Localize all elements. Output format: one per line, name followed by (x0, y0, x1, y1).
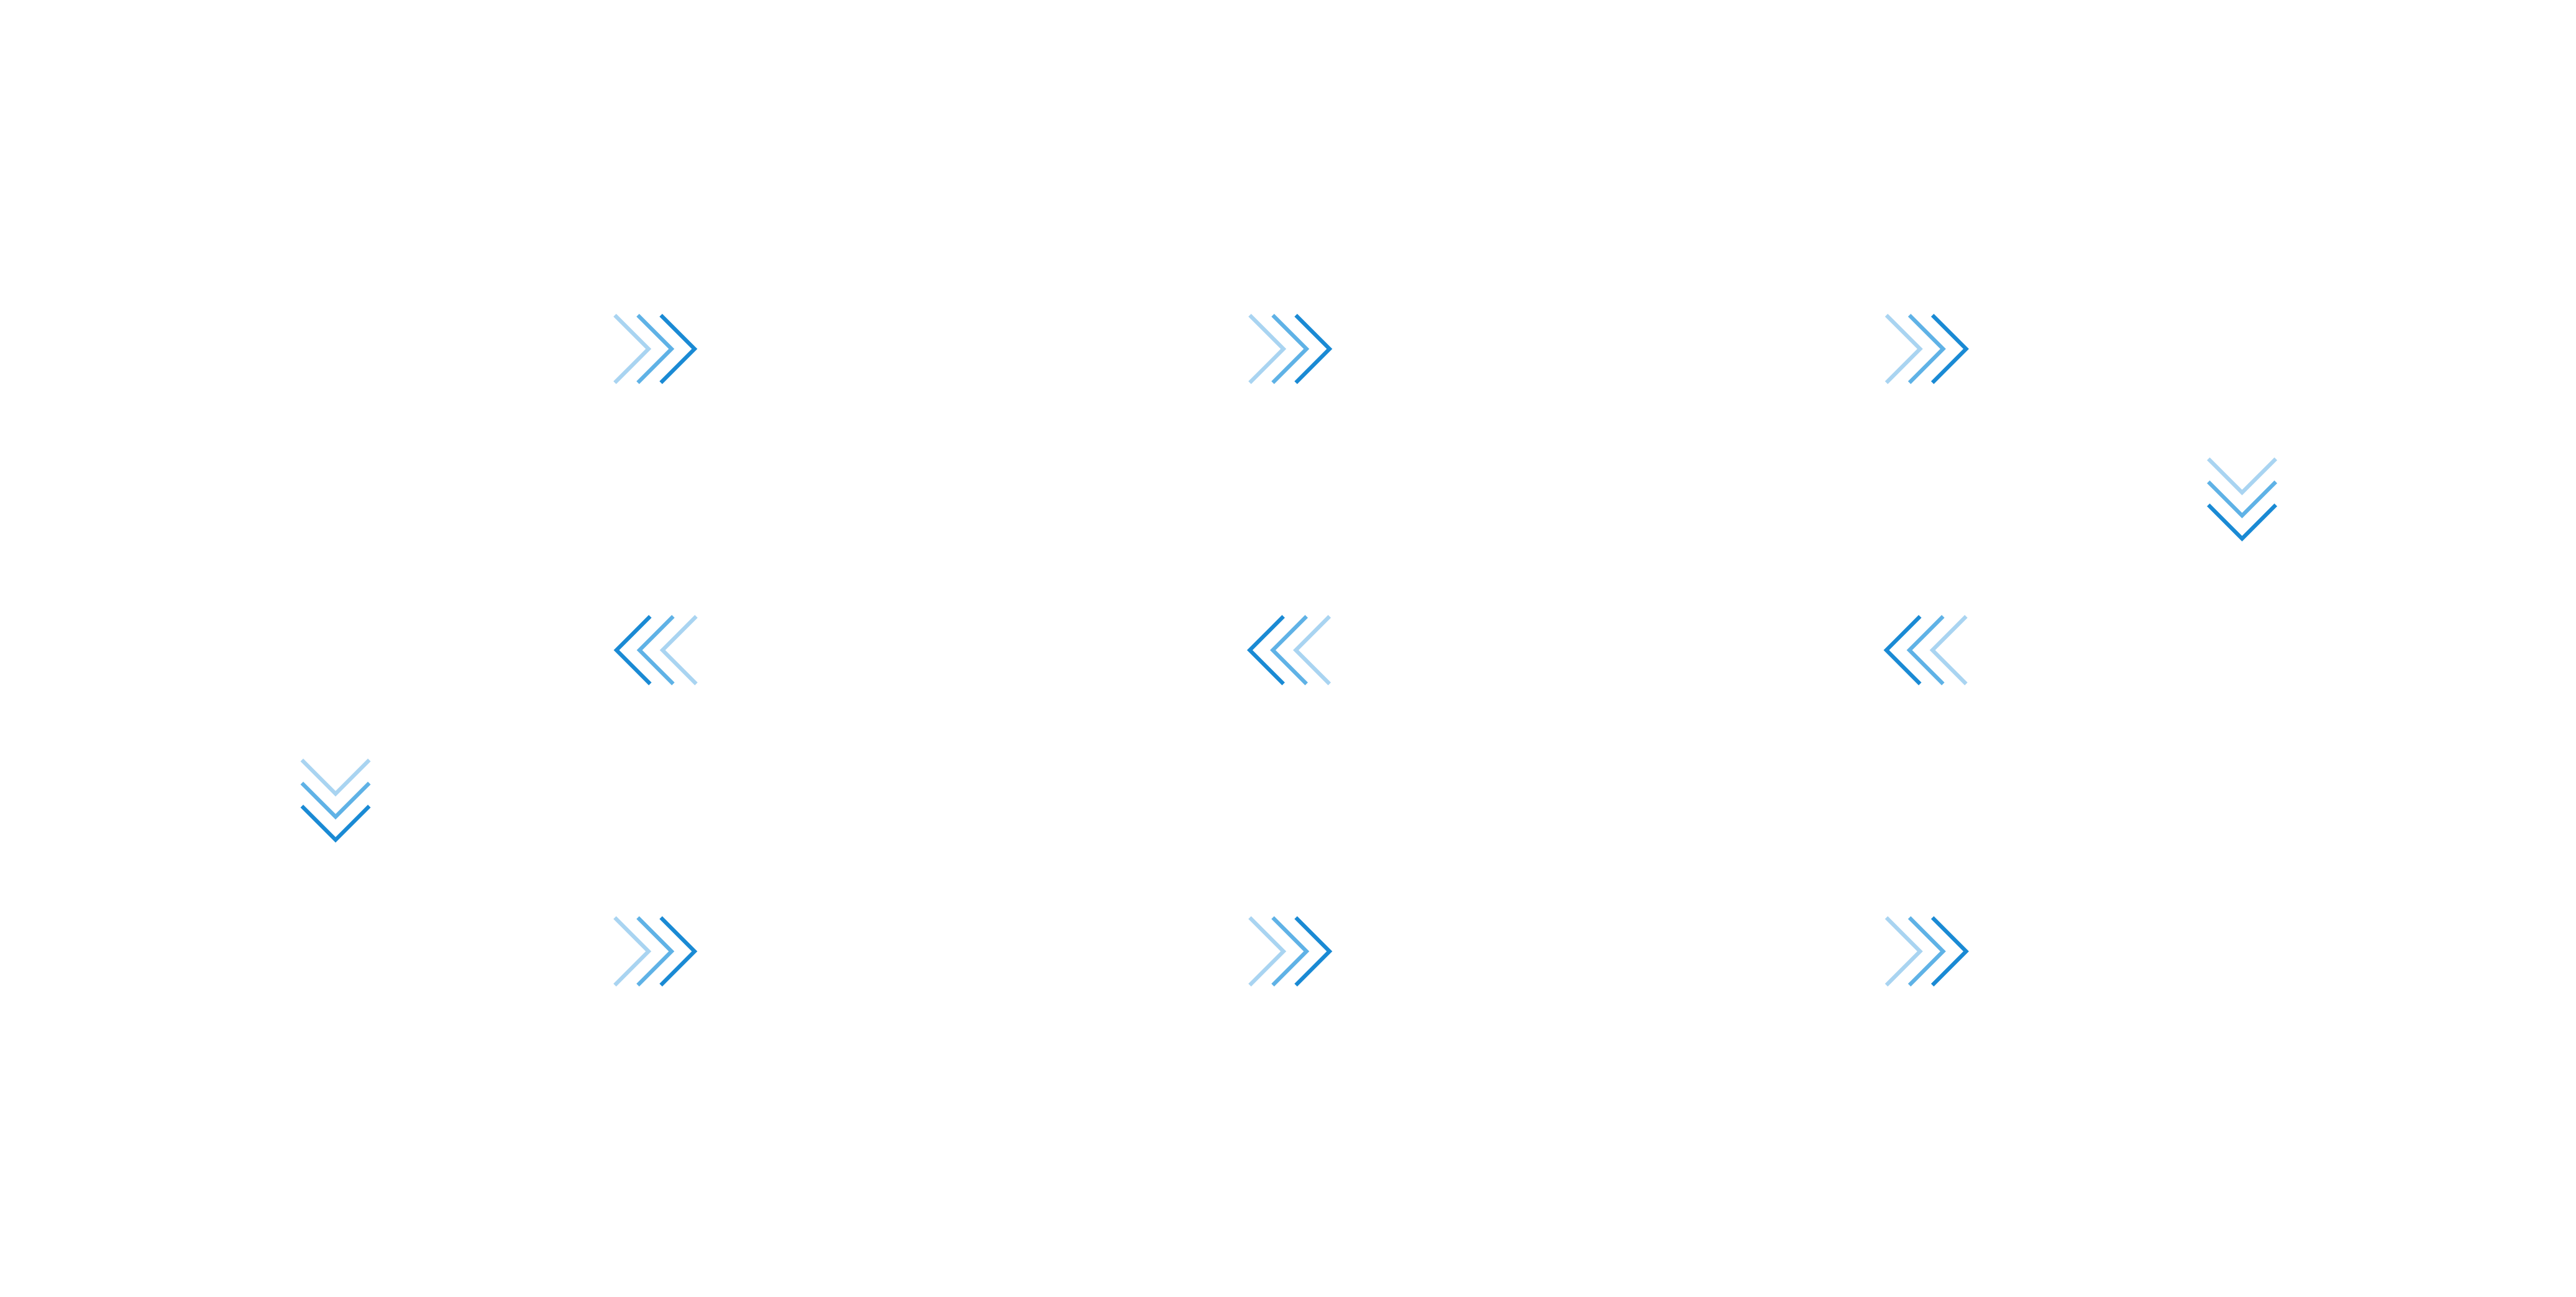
arrow-row3-col2 (1248, 916, 1333, 987)
chevron-stroke (613, 916, 652, 987)
chevron-stroke (1907, 916, 1946, 987)
triple-chevron-left-icon (1247, 615, 1331, 686)
triple-chevron-down-icon (300, 758, 371, 843)
chevron-stroke (2207, 480, 2278, 518)
chevron-stroke (2207, 457, 2278, 495)
chevron-stroke (659, 916, 698, 987)
chevron-stroke (1271, 916, 1310, 987)
chevron-stroke (613, 615, 652, 686)
triple-chevron-left-icon (1883, 615, 1968, 686)
triple-chevron-down-icon (2207, 457, 2278, 541)
triple-chevron-right-icon (1248, 916, 1333, 987)
triple-chevron-right-icon (613, 314, 698, 385)
arrow-group (300, 314, 2278, 987)
arrow-turn-down-left (300, 758, 371, 843)
chevron-stroke (1929, 615, 1968, 686)
chevron-stroke (1247, 615, 1285, 686)
arrow-row1-col3 (1884, 314, 1969, 385)
chevron-stroke (1883, 615, 1922, 686)
chevron-stroke (1248, 916, 1287, 987)
chevron-stroke (636, 314, 675, 385)
chevron-stroke (2207, 503, 2278, 541)
arrow-row3-col1 (613, 916, 698, 987)
chevron-stroke (300, 804, 371, 843)
triple-chevron-right-icon (1248, 314, 1333, 385)
chevron-stroke (1293, 615, 1331, 686)
triple-chevron-right-icon (1884, 314, 1969, 385)
chevron-stroke (636, 615, 675, 686)
arrow-row2-col2 (1247, 615, 1331, 686)
chevron-stroke (1930, 916, 1969, 987)
chevron-stroke (1271, 314, 1310, 385)
chevron-stroke (1884, 916, 1923, 987)
chevron-stroke (1907, 314, 1946, 385)
arrow-row1-col1 (613, 314, 698, 385)
chevron-stroke (1884, 314, 1923, 385)
chevron-stroke (300, 781, 371, 820)
chevron-stroke (1270, 615, 1308, 686)
triple-chevron-left-icon (613, 615, 698, 686)
chevron-stroke (659, 314, 698, 385)
arrow-row2-col1 (613, 615, 698, 686)
arrow-row2-col3 (1883, 615, 1968, 686)
chevron-stroke (1294, 916, 1333, 987)
chevron-stroke (300, 758, 371, 797)
chevron-stroke (1248, 314, 1287, 385)
chevron-stroke (1294, 314, 1333, 385)
chevron-stroke (636, 916, 675, 987)
chevron-stroke (1930, 314, 1969, 385)
arrow-row1-col2 (1248, 314, 1333, 385)
chevron-stroke (659, 615, 698, 686)
triple-chevron-right-icon (613, 916, 698, 987)
arrow-turn-down-right (2207, 457, 2278, 541)
arrow-row3-col3 (1884, 916, 1969, 987)
triple-chevron-right-icon (1884, 916, 1969, 987)
chevron-stroke (1906, 615, 1945, 686)
chevron-stroke (613, 314, 652, 385)
